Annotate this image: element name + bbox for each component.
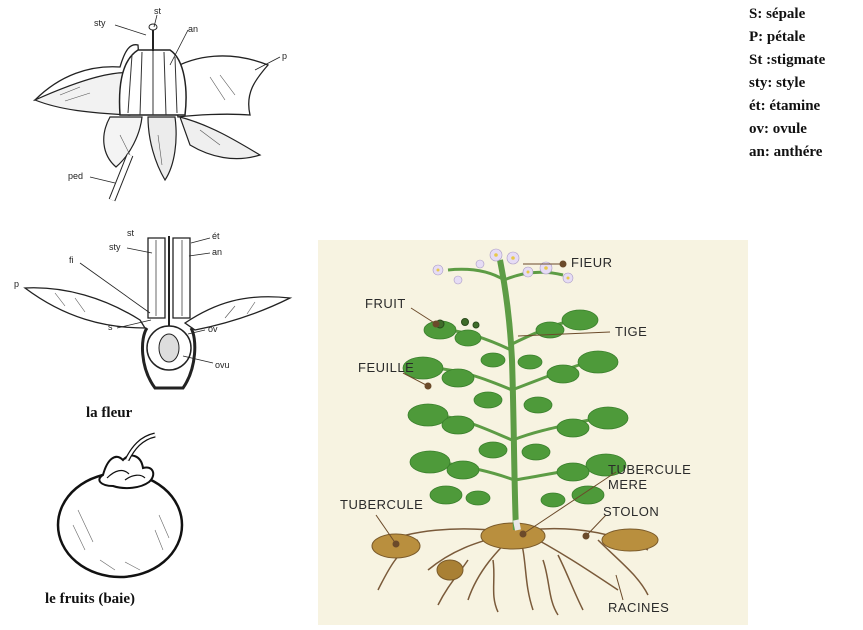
potato-plant-panel: FIEUR FRUIT TIGE FEUILLE TUBERCULE MERE …	[318, 240, 748, 625]
label-st-section: st	[127, 228, 134, 238]
label-fi-section: fi	[69, 255, 74, 265]
label-fleur: FIEUR	[571, 255, 613, 270]
label-tubercule-mere-line1: TUBERCULE	[608, 462, 691, 477]
legend-item-ovule: ov: ovule	[749, 118, 825, 141]
flower-section-illustration	[5, 228, 305, 393]
caption-flower: la fleur	[86, 405, 132, 422]
label-tige: TIGE	[615, 324, 647, 339]
label-sty-external: sty	[94, 18, 106, 28]
label-tubercule-mere-line2: MERE	[608, 477, 648, 492]
legend-item-stigmate: St :stigmate	[749, 49, 825, 72]
label-tubercule: TUBERCULE	[340, 497, 423, 512]
flower-external-illustration	[20, 5, 310, 205]
legend-item-sepale: S: sépale	[749, 3, 825, 26]
label-p-section: p	[14, 279, 19, 289]
label-fruit: FRUIT	[365, 296, 406, 311]
label-s-section: s	[108, 322, 113, 332]
flower-section-drawing: st ét sty an fi p s ov ovu	[5, 228, 305, 393]
tuber-right	[602, 529, 658, 551]
caption-fruit: le fruits (baie)	[45, 591, 135, 608]
label-et-section: ét	[212, 231, 220, 241]
legend-item-style: sty: style	[749, 72, 825, 95]
label-st-external: st	[154, 6, 161, 16]
legend-item-anthere: an: anthére	[749, 141, 825, 164]
label-sty-section: sty	[109, 242, 121, 252]
berry-illustration	[45, 430, 195, 580]
flower-external-drawing: sty st an p ped	[20, 5, 310, 205]
label-feuille: FEUILLE	[358, 360, 414, 375]
legend-item-etamine: ét: étamine	[749, 95, 825, 118]
label-ov-section: ov	[208, 324, 218, 334]
label-ped-external: ped	[68, 171, 83, 181]
label-an-external: an	[188, 24, 198, 34]
fruit-drawing	[45, 430, 195, 580]
label-ovu-section: ovu	[215, 360, 230, 370]
legend: S: sépale P: pétale St :stigmate sty: st…	[749, 3, 825, 164]
tuber-small	[437, 560, 463, 580]
label-racines: RACINES	[608, 600, 669, 615]
label-stolon: STOLON	[603, 504, 659, 519]
legend-item-petale: P: pétale	[749, 26, 825, 49]
label-an-section: an	[212, 247, 222, 257]
label-p-external: p	[282, 51, 287, 61]
